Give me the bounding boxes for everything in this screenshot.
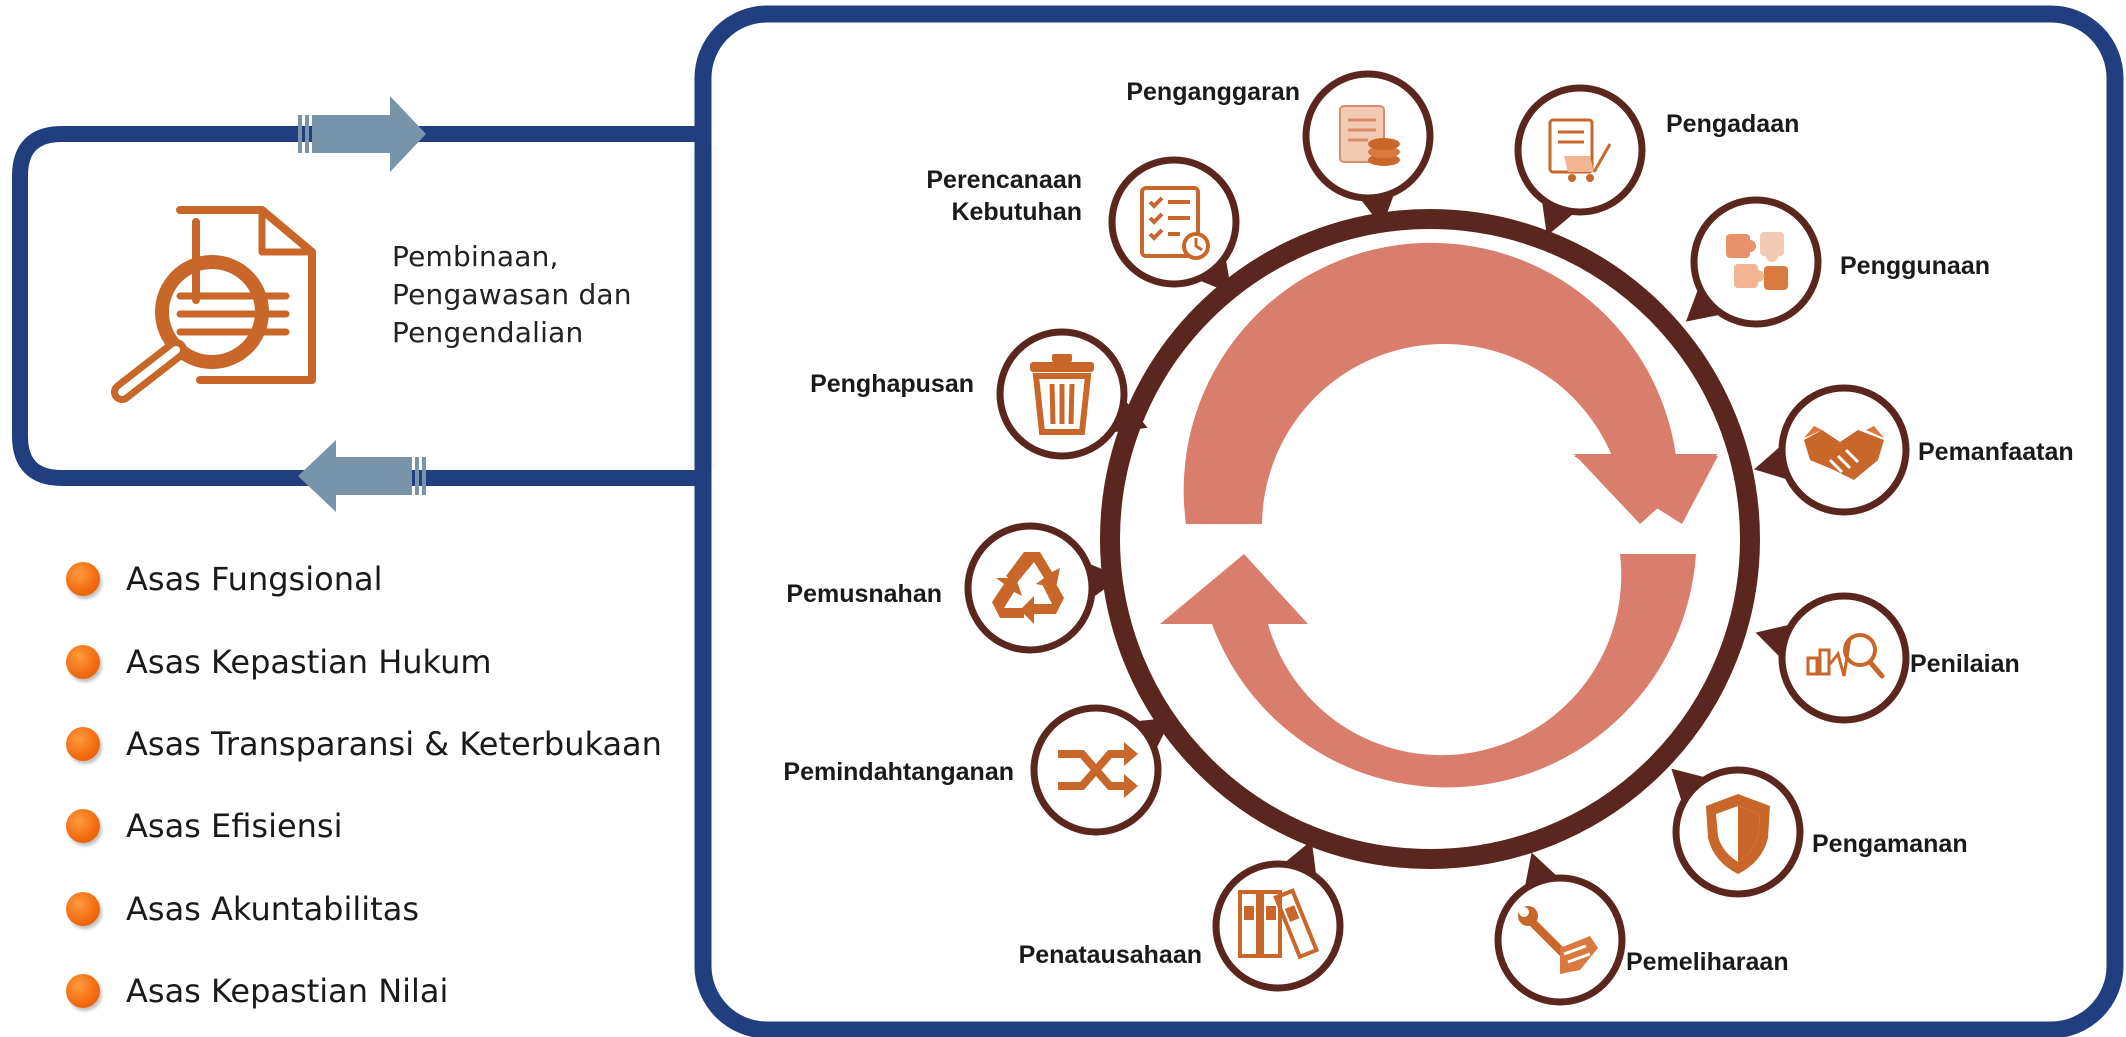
principle-label: Asas Fungsional (126, 560, 383, 599)
assessment-chart-icon (1806, 633, 1885, 679)
shuffle-icon (1058, 742, 1138, 798)
cycle-arrows-shapes (1160, 298, 1718, 788)
stage-label: Pemusnahan (786, 580, 942, 608)
supervision-line: Pembinaan, (392, 240, 559, 273)
stage-label: Pemanfaatan (1918, 438, 2074, 466)
document-magnifier-icon (111, 206, 316, 403)
stage-pemanfaatan: Pemanfaatan (1754, 384, 2074, 516)
bullet-icon (66, 562, 100, 597)
cycle-arrows-icon (1183, 242, 1718, 524)
checklist-icon (1140, 186, 1210, 260)
bullet-icon (66, 891, 100, 926)
trash-icon (1030, 354, 1094, 435)
handshake-icon (1804, 426, 1884, 480)
principle-label: Asas Kepastian Hukum (126, 642, 492, 681)
stage-penganggaran: Penganggaran (1126, 70, 1434, 227)
stage-pemindahtanganan: Pemindahtanganan (783, 704, 1172, 836)
stage-bubble (1778, 592, 1910, 724)
supervision-text: Pembinaan, Pengawasan dan Pengendalian (392, 238, 632, 352)
stage-label: Penilaian (1910, 650, 2020, 678)
stage-pengamanan: Pengamanan (1671, 766, 1968, 898)
wrench-hand-icon (1518, 906, 1598, 974)
stage-label: Pengadaan (1666, 110, 1799, 138)
list-item: Asas Efisiensi (66, 785, 662, 867)
supervision-line: Pengawasan dan (392, 278, 632, 311)
principle-label: Asas Efisiensi (126, 807, 343, 846)
stage-bubble (1108, 156, 1240, 288)
puzzle-icon (1726, 232, 1788, 290)
supervision-line: Pengendalian (392, 316, 584, 349)
stage-label: Pemeliharaan (1626, 948, 1789, 976)
list-item: Asas Kepastian Nilai (66, 950, 662, 1032)
stage-bubble (964, 522, 1096, 654)
stage-bubble (1690, 196, 1822, 328)
stage-pengadaan: Pengadaan (1514, 84, 1799, 236)
arrow-left-icon (298, 440, 426, 512)
stage-penatausahaan: Penatausahaan (1019, 840, 1344, 992)
stage-label: Penggunaan (1840, 252, 1990, 280)
stage-penggunaan: Penggunaan (1685, 196, 1990, 328)
stage-label: Penatausahaan (1019, 941, 1202, 969)
stage-label: Pengamanan (1812, 830, 1968, 858)
stage-penilaian: Penilaian (1755, 592, 2020, 724)
principle-label: Asas Kepastian Nilai (126, 972, 449, 1011)
list-item: Asas Transparansi & Keterbukaan (66, 703, 662, 785)
budget-coins-icon (1339, 105, 1400, 166)
procurement-cart-icon (1548, 118, 1612, 182)
principle-label: Asas Transparansi & Keterbukaan (126, 724, 662, 763)
bullet-icon (66, 644, 100, 679)
main-frame (694, 5, 2124, 1037)
stage-bubble (1494, 874, 1626, 1006)
bullet-icon (66, 726, 100, 761)
stage-pemeliharaan: Pemeliharaan (1494, 852, 1789, 1006)
stage-label: Penganggaran (1126, 78, 1300, 106)
stage-penghapusan: Penghapusan (810, 328, 1148, 460)
bullet-icon (66, 809, 100, 844)
stage-label: Penghapusan (810, 370, 974, 398)
list-item: Asas Fungsional (66, 538, 662, 620)
arrow-right-icon (298, 96, 426, 172)
principle-label: Asas Akuntabilitas (126, 889, 419, 928)
shield-icon (1706, 794, 1770, 874)
bullet-icon (66, 974, 100, 1009)
list-item: Asas Kepastian Hukum (66, 620, 662, 702)
stage-label: Perencanaan (926, 166, 1082, 194)
stage-pemusnahan: Pemusnahan (786, 522, 1122, 654)
list-item: Asas Akuntabilitas (66, 868, 662, 950)
binders-icon (1238, 888, 1320, 960)
principles-list: Asas Fungsional Asas Kepastian Hukum Asa… (66, 538, 662, 1032)
stage-label: Kebutuhan (951, 198, 1082, 226)
recycle-icon (992, 552, 1064, 624)
stage-label: Pemindahtanganan (783, 758, 1014, 786)
stage-bubble (1514, 84, 1646, 216)
